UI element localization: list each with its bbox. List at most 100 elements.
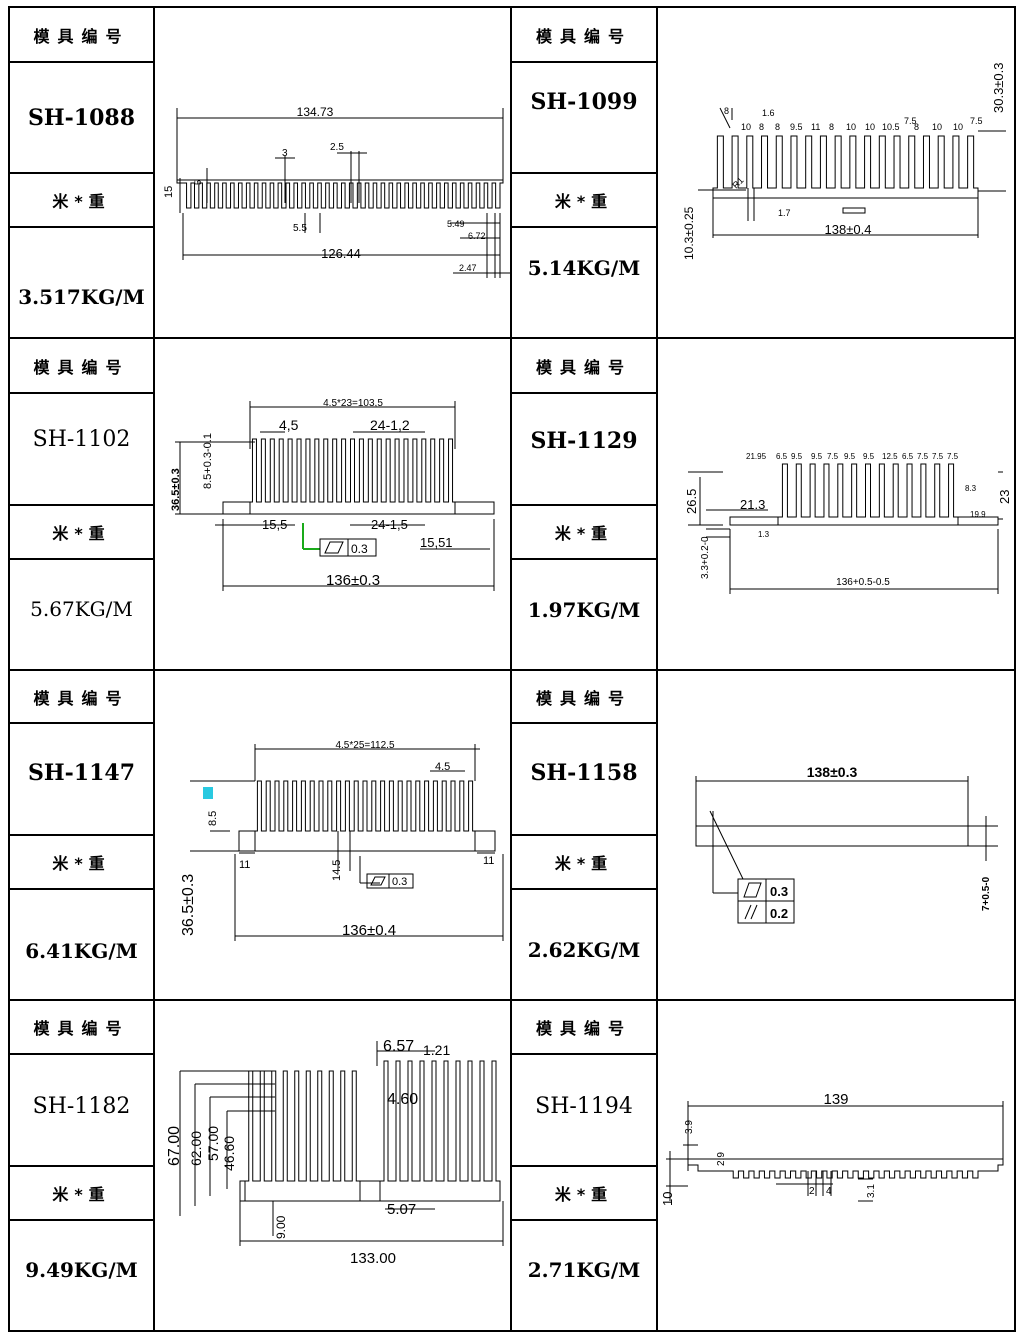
dim-label: 7.5 bbox=[917, 452, 929, 461]
dim-label: 36.5±0.3 bbox=[170, 468, 182, 511]
grid-line bbox=[8, 558, 154, 560]
dim-label: 8 bbox=[914, 122, 919, 132]
dim-label: 2.47 bbox=[459, 263, 477, 273]
weight-label: 米*重 bbox=[554, 1185, 614, 1204]
dim-label: 6.5 bbox=[902, 452, 914, 461]
weight-label: 米*重 bbox=[52, 854, 111, 873]
dim-label: 4.5*23=103,5 bbox=[323, 398, 383, 409]
dim-label: 133.00 bbox=[350, 1250, 396, 1267]
profile-outline bbox=[222, 438, 495, 515]
dim-label: 4.5 bbox=[435, 761, 450, 773]
dim-label: 139 bbox=[823, 1091, 848, 1108]
dim-label: 134.73 bbox=[297, 105, 334, 119]
grid-line bbox=[8, 1053, 154, 1055]
dim-label: 36.5±0.3 bbox=[180, 874, 197, 936]
dim-label: 10 bbox=[953, 122, 963, 132]
weight-label: 米*重 bbox=[554, 854, 614, 873]
dim-label: 9.5 bbox=[811, 452, 823, 461]
dim-label: 6.5 bbox=[776, 452, 788, 461]
dim-label: 10.3±0.25 bbox=[682, 206, 696, 260]
profile-outline bbox=[729, 463, 999, 526]
dim-label: 7.5 bbox=[932, 452, 944, 461]
profile-drawing-sh-1088: 134.73 3 2.5 15 5 5.5 5.49 6.72 126.44 2… bbox=[155, 8, 510, 337]
mold-number-label: 模具编号 bbox=[33, 26, 130, 46]
grid-line bbox=[8, 226, 154, 228]
dim-label: 5.07 bbox=[387, 1201, 416, 1218]
grid-line bbox=[510, 888, 658, 890]
dim-label: 15,51 bbox=[420, 535, 453, 550]
dim-label: 4,5 bbox=[279, 417, 299, 433]
profile-outline bbox=[712, 135, 979, 199]
grid-line bbox=[8, 172, 154, 174]
dim-label: 30.3±0.3 bbox=[991, 62, 1006, 113]
grid-line bbox=[510, 226, 658, 228]
dim-label: 7.5 bbox=[947, 452, 959, 461]
profile-drawing-sh-1147: 4.5*25=112.5 4.5 8.5 36.5±0.3 11 14.5 0.… bbox=[155, 671, 510, 999]
weight-value: 6.41KG/M bbox=[25, 938, 138, 963]
dim-label: 136+0.5-0.5 bbox=[836, 577, 890, 588]
dim-label: 10 bbox=[846, 122, 856, 132]
dim-label: 26.5 bbox=[684, 489, 699, 514]
dim-label: 126.44 bbox=[321, 246, 361, 261]
dim-label: 62.00 bbox=[188, 1131, 204, 1166]
dim-label: 2.9 bbox=[716, 1152, 727, 1166]
dim-label: 8.3 bbox=[965, 484, 977, 493]
dim-label: 3.9 bbox=[684, 1120, 695, 1134]
product-sheet: 模具编号 SH-1088 米*重 3.517KG/M 模具编号 SH-1099 … bbox=[8, 6, 1016, 1332]
dim-label: 8 bbox=[829, 122, 834, 132]
weight-value: 1.97KG/M bbox=[527, 597, 641, 622]
mold-number-label: 模具编号 bbox=[33, 1019, 130, 1038]
weight-label: 米*重 bbox=[554, 524, 614, 543]
dim-label: 7.5 bbox=[904, 116, 917, 126]
grid-line bbox=[510, 1053, 658, 1055]
dim-label: 67.00 bbox=[166, 1126, 183, 1166]
grid-line bbox=[8, 504, 154, 506]
mold-number-label: 模具编号 bbox=[535, 688, 632, 708]
dim-label: 138±0.3 bbox=[807, 764, 858, 780]
dim-label: 10 bbox=[932, 122, 942, 132]
weight-label: 米*重 bbox=[52, 524, 111, 543]
dim-label: 8.5+0.3-0.1 bbox=[202, 433, 214, 489]
grid-line bbox=[510, 1219, 658, 1221]
grid-line bbox=[8, 6, 10, 1332]
dim-label: 11 bbox=[811, 122, 820, 132]
grid-line bbox=[656, 6, 658, 1332]
dim-label: 11 bbox=[239, 859, 250, 871]
dim-label: 0.2 bbox=[770, 906, 788, 921]
dim-label: 8 bbox=[775, 122, 780, 132]
weight-value: 2.62KG/M bbox=[527, 937, 641, 962]
profile-outline bbox=[239, 1060, 501, 1202]
profile-drawing-sh-1158: 138±0.3 0.3 0.2 7+0.5-0 bbox=[658, 671, 1014, 999]
dim-label: 4.60 bbox=[387, 1091, 418, 1108]
grid-line bbox=[8, 392, 154, 394]
product-code: SH-1194 bbox=[535, 1093, 633, 1119]
weight-value: 2.71KG/M bbox=[527, 1257, 641, 1282]
product-code: SH-1099 bbox=[530, 88, 638, 115]
dim-label: 10.5 bbox=[882, 122, 900, 132]
grid-line bbox=[510, 834, 658, 836]
grid-line bbox=[510, 392, 658, 394]
dim-label: 0.3 bbox=[392, 876, 407, 888]
grid-line bbox=[510, 504, 658, 506]
dim-label: 0.3 bbox=[770, 884, 788, 899]
dim-label: 6.57 bbox=[383, 1038, 414, 1055]
dim-label: 5 bbox=[193, 180, 203, 185]
grid-line bbox=[510, 172, 658, 174]
dim-label: 8.5 bbox=[207, 811, 219, 826]
dim-label: 1.21 bbox=[423, 1042, 450, 1058]
dim-label: 15,5 bbox=[262, 517, 287, 532]
dim-label: 136±0.3 bbox=[326, 572, 380, 589]
profile-outline bbox=[176, 179, 504, 209]
grid-line bbox=[153, 6, 155, 1332]
grid-line bbox=[510, 61, 658, 63]
profile-drawing-sh-1102: 4.5*23=103,5 4,5 24-1,2 36.5±0.3 8.5+0.3… bbox=[155, 339, 510, 669]
dim-label: 7.5 bbox=[827, 452, 839, 461]
product-code: SH-1147 bbox=[27, 760, 136, 786]
dim-label: 9.5 bbox=[863, 452, 875, 461]
product-code: SH-1158 bbox=[530, 760, 638, 786]
product-code: SH-1088 bbox=[27, 104, 136, 131]
dim-label: 10 bbox=[865, 122, 875, 132]
product-code: SH-1102 bbox=[32, 426, 131, 452]
dim-label: 24-1,5 bbox=[371, 517, 408, 532]
mold-number-label: 模具编号 bbox=[535, 357, 632, 377]
